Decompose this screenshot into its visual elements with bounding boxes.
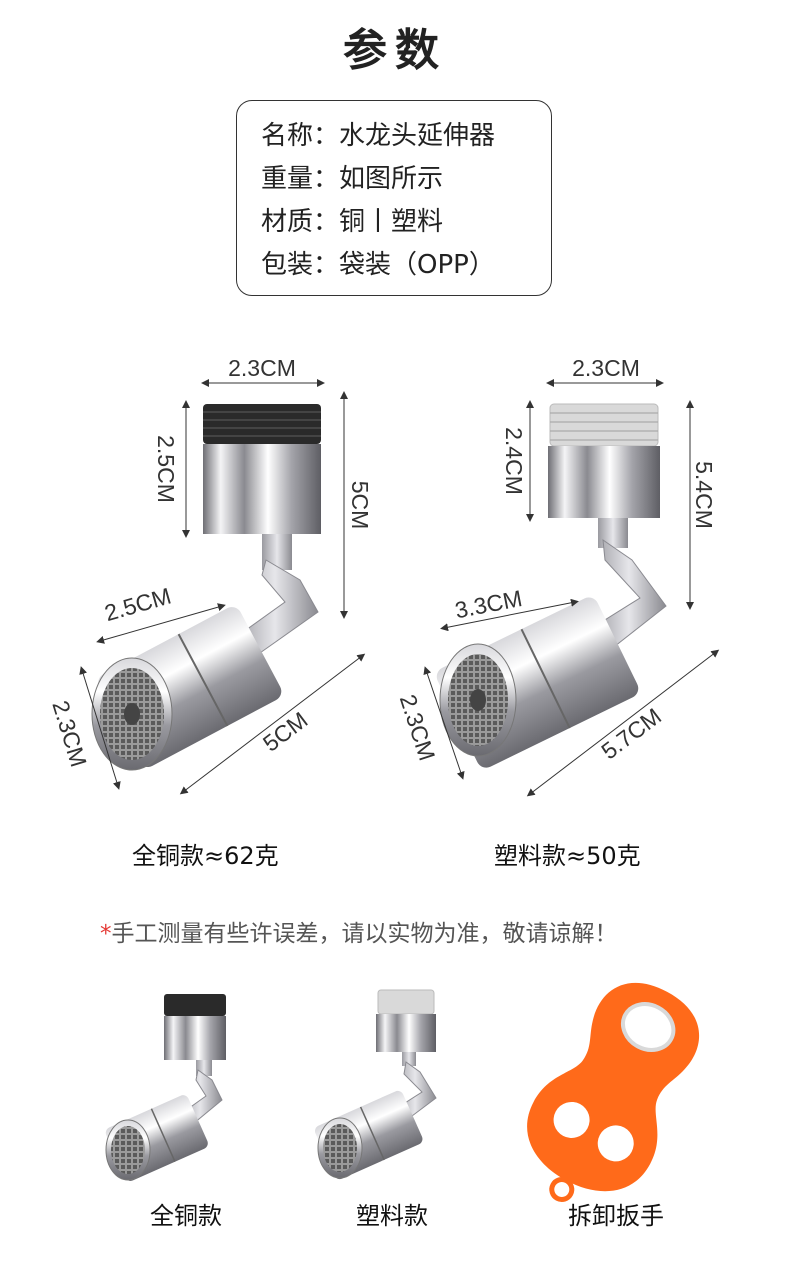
caption-plastic: 塑料款≈50克 (494, 842, 641, 870)
label-copper: 全铜款 (150, 1202, 222, 1230)
spec-row-weight: 重量：如图所示 (261, 164, 444, 194)
dim-top-height: 2.4CM (501, 427, 527, 495)
dim-total-height: 5.4CM (691, 461, 717, 529)
top-body (548, 446, 660, 518)
thumb-plastic (315, 989, 437, 1180)
cap-thread (203, 404, 321, 444)
dim-head-width: 2.5CM (102, 582, 174, 626)
spec-row-name: 名称：水龙头延伸器 (261, 121, 496, 151)
top-body (203, 444, 321, 534)
spec-row-package: 包装：袋装（OPP） (261, 250, 495, 280)
dim-head-width: 3.3CM (453, 585, 524, 623)
dim-head-length: 5.7CM (596, 703, 666, 765)
dim-head-diameter: 2.3CM (47, 697, 92, 769)
page-title: 参数 (343, 25, 447, 76)
product-copper: 2.3CM 2.5CM 5CM 2.5CM 2.3CM 5CM (47, 355, 373, 795)
spec-row-material: 材质：铜丨塑料 (261, 207, 444, 237)
note-text: 手工测量有些许误差，请以实物为准，敬请谅解！ (111, 921, 618, 947)
label-wrench: 拆卸扳手 (568, 1202, 664, 1230)
dim-top-width: 2.3CM (228, 355, 296, 381)
spec-box: 名称：水龙头延伸器 重量：如图所示 材质：铜丨塑料 包装：袋装（OPP） (236, 100, 552, 296)
dim-top-height: 2.5CM (153, 435, 179, 503)
dim-head-diameter: 2.3CM (395, 691, 441, 763)
dim-total-height: 5CM (347, 481, 373, 530)
label-plastic: 塑料款 (356, 1202, 428, 1230)
note-star: * (100, 921, 112, 947)
measurement-note: *手工测量有些许误差，请以实物为准，敬请谅解！ (100, 914, 618, 948)
dim-top-width: 2.3CM (572, 355, 640, 381)
wrench-icon (527, 982, 700, 1202)
product-plastic: 2.3CM 2.4CM 5.4CM 3.3CM 2.3CM 5.7CM (395, 355, 720, 797)
caption-copper: 全铜款≈62克 (132, 842, 279, 870)
thumb-copper (105, 994, 226, 1181)
dim-head-length: 5CM (258, 707, 312, 757)
